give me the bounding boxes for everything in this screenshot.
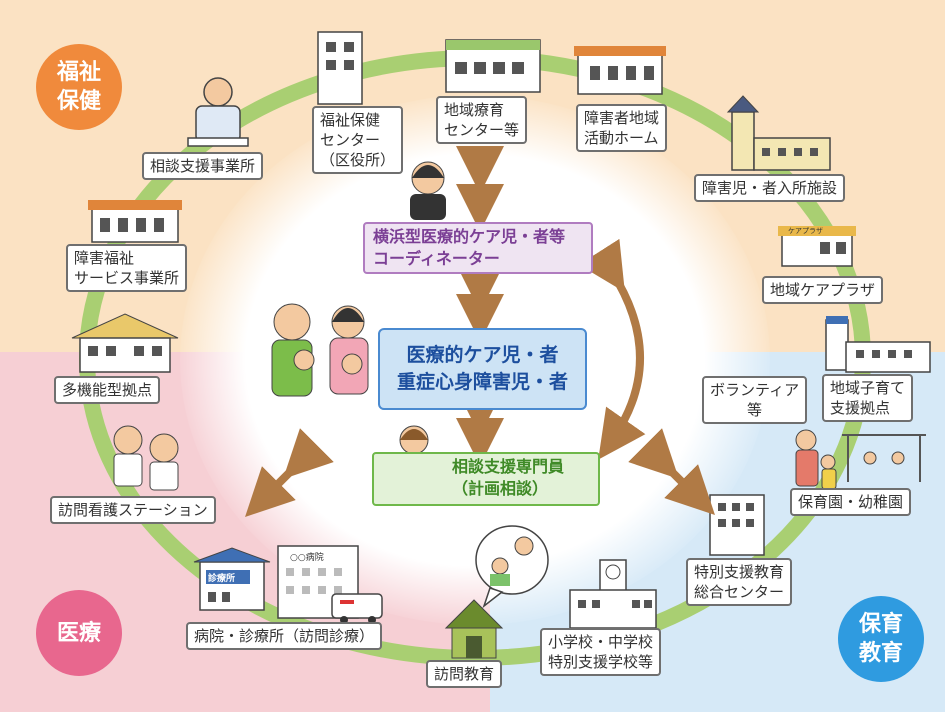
ward-office-building-icon [317, 31, 363, 105]
label-activity-home: 障害者地域活動ホーム [576, 104, 668, 152]
nurses-icon [113, 425, 179, 491]
rehab-center-building-icon [445, 39, 541, 93]
center-target-box: 医療的ケア児・者 重症心身障害児・者 [378, 328, 587, 410]
counselor-line2: （計画相談） [452, 479, 549, 498]
counselor-person-icon [187, 77, 249, 147]
label-welfare-center: 福祉保健センター（区役所） [312, 106, 404, 174]
care-plaza-sign: ケアプラザ [788, 227, 823, 235]
center-line2: 重症心身障害児・者 [396, 371, 568, 393]
label-visiting-nurse: 訪問看護ステーション [50, 496, 216, 524]
label-care-plaza: 地域ケアプラザ [762, 276, 884, 304]
activity-home-building-icon [574, 46, 666, 95]
label-home-education: 訪問教育 [426, 660, 503, 688]
clinic-sign: 診療所 [208, 574, 236, 584]
residential-facility-building-icon [726, 95, 831, 171]
family-icon [271, 303, 369, 397]
coordinator-line2: コーディネーター [373, 249, 500, 268]
counselor-line1: 相談支援専門員 [452, 457, 565, 476]
label-hospital-clinic: 病院・診療所（訪問診療） [186, 622, 383, 650]
tele-support-bubble-icon [475, 525, 549, 609]
label-schools: 小学校・中学校特別支援学校等 [540, 628, 662, 676]
arrow-to-education [628, 428, 715, 515]
childcare-support-building-icon [825, 316, 931, 373]
multi-function-center-building-icon [71, 313, 179, 373]
volunteer-person-icon [795, 429, 837, 490]
clinic-building-icon [193, 547, 271, 611]
label-nursery-kindergarten: 保育園・幼稚園 [790, 488, 912, 516]
label-consultation-office: 相談支援事業所 [142, 152, 264, 180]
hospital-sign: ○○病院 [290, 553, 324, 563]
label-multi-function-center: 多機能型拠点 [54, 376, 161, 404]
coordinator-box: 横浜型医療的ケア児・者等 コーディネーター [363, 222, 593, 274]
counselor-box: 相談支援専門員 （計画相談） [372, 452, 600, 506]
school-building-icon [569, 559, 657, 629]
arrow-coordinator-counselor-curve [578, 238, 646, 460]
label-welfare-service-office: 障害福祉サービス事業所 [66, 244, 188, 292]
ambulance-icon [331, 593, 383, 624]
label-childcare-support: 地域子育て支援拠点 [822, 374, 914, 422]
medical-badge: 医療 [36, 590, 122, 676]
label-rehab-center: 地域療育センター等 [436, 96, 528, 144]
welfare-health-badge: 福祉保健 [36, 44, 122, 130]
welfare-service-office-icon [88, 200, 182, 243]
label-special-ed-center: 特別支援教育総合センター [686, 558, 793, 606]
label-residential-facility: 障害児・者入所施設 [694, 174, 846, 202]
arrow-to-medical [245, 428, 334, 517]
center-line1: 医療的ケア児・者 [406, 344, 559, 366]
coordinator-person-icon [410, 161, 446, 220]
label-volunteer: ボランティア等 [702, 376, 808, 424]
childcare-education-badge: 保育教育 [838, 596, 924, 682]
home-education-house-icon [444, 599, 504, 659]
coordinator-line1: 横浜型医療的ケア児・者等 [373, 227, 566, 246]
playground-icon [842, 434, 926, 482]
care-plaza-building-icon [778, 226, 856, 267]
education-center-building-icon [709, 494, 765, 556]
